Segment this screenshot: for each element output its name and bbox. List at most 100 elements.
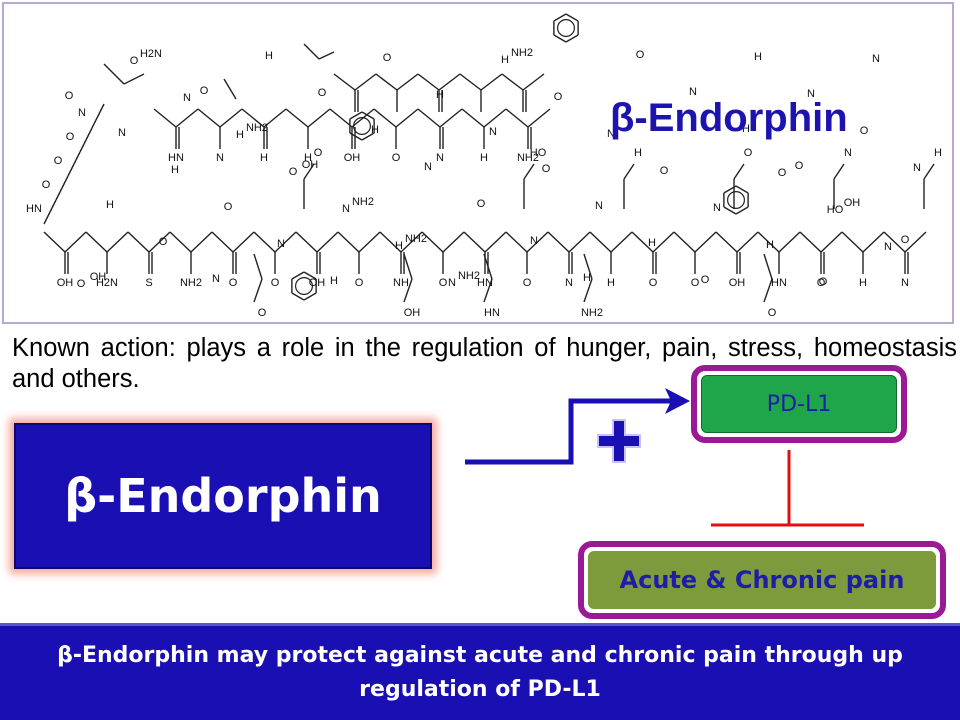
atom-label: O bbox=[523, 277, 532, 289]
bond bbox=[303, 43, 320, 60]
aromatic-ring bbox=[556, 19, 575, 37]
atom-label: O bbox=[795, 160, 804, 172]
atom-label: O bbox=[66, 131, 75, 143]
bond bbox=[43, 199, 57, 225]
atom-label: N bbox=[118, 127, 126, 139]
bond bbox=[379, 231, 402, 253]
atom-label: O bbox=[901, 234, 910, 246]
atom-label: NH bbox=[393, 277, 409, 289]
bond bbox=[307, 108, 331, 128]
atom-label: H bbox=[501, 54, 509, 66]
atom-label: H bbox=[330, 275, 338, 287]
atom-label: H bbox=[171, 164, 179, 176]
atom-label: H bbox=[480, 152, 488, 164]
bond bbox=[403, 278, 413, 303]
endorphin-box: β-Endorphin bbox=[14, 423, 432, 569]
atom-label: NH2 bbox=[458, 270, 480, 282]
pdl1-box: PD-L1 bbox=[691, 365, 907, 443]
bond bbox=[623, 163, 635, 180]
bond bbox=[197, 108, 221, 128]
atom-label: HN bbox=[771, 277, 787, 289]
atom-label: O bbox=[636, 49, 645, 61]
arrow-head bbox=[665, 388, 690, 414]
bond bbox=[85, 231, 108, 253]
atom-label: H bbox=[236, 129, 244, 141]
structure-bonds bbox=[43, 13, 935, 303]
bond bbox=[373, 108, 397, 128]
bond bbox=[253, 231, 276, 253]
atom-label: NH2 bbox=[352, 196, 374, 208]
bond bbox=[106, 231, 129, 253]
bond bbox=[400, 231, 423, 253]
bond bbox=[253, 253, 263, 280]
atom-label: OH bbox=[344, 152, 361, 164]
atom-label: O bbox=[355, 277, 364, 289]
bond bbox=[421, 231, 444, 253]
bond bbox=[148, 231, 171, 253]
atom-label: H bbox=[265, 50, 273, 62]
bond bbox=[64, 231, 87, 253]
atom-label: H bbox=[304, 152, 312, 164]
pdl1-box-inner: PD-L1 bbox=[701, 375, 897, 433]
bond bbox=[723, 185, 737, 194]
bond bbox=[862, 231, 885, 253]
atom-label: O bbox=[554, 91, 563, 103]
bond bbox=[505, 108, 529, 128]
bond bbox=[715, 231, 738, 253]
atom-label: O bbox=[778, 167, 787, 179]
bond bbox=[439, 108, 463, 128]
atom-label: H bbox=[648, 237, 656, 249]
bond bbox=[652, 231, 675, 253]
atom-label: H bbox=[395, 240, 403, 252]
atom-label: S bbox=[145, 277, 152, 289]
bond bbox=[417, 108, 441, 128]
bond bbox=[735, 206, 749, 215]
atom-label: O bbox=[817, 277, 826, 289]
bond bbox=[211, 231, 234, 253]
atom-label: N bbox=[689, 86, 697, 98]
bond bbox=[153, 108, 177, 128]
bond bbox=[396, 73, 419, 91]
bond bbox=[527, 108, 551, 128]
bond bbox=[285, 108, 309, 128]
atom-label: O bbox=[271, 277, 280, 289]
bond bbox=[291, 271, 305, 280]
bond bbox=[417, 73, 440, 91]
atom-label: H2N bbox=[140, 48, 162, 60]
atom-label: O bbox=[130, 55, 139, 67]
atom-label: N bbox=[713, 202, 721, 214]
atom-label: N bbox=[183, 92, 191, 104]
bond bbox=[349, 111, 363, 120]
atom-label: N bbox=[872, 53, 880, 65]
atom-label: N bbox=[489, 126, 497, 138]
bond bbox=[241, 108, 265, 128]
bond bbox=[337, 231, 360, 253]
bond bbox=[295, 231, 318, 253]
atom-label: N bbox=[436, 152, 444, 164]
atom-label: O bbox=[860, 125, 869, 137]
bond bbox=[219, 108, 243, 128]
atom-label: OH bbox=[844, 197, 861, 209]
atom-label: O bbox=[229, 277, 238, 289]
atom-label: O bbox=[159, 236, 168, 248]
bond bbox=[589, 231, 612, 253]
atom-label: O bbox=[439, 277, 448, 289]
atom-label: N bbox=[595, 200, 603, 212]
atom-label: H bbox=[607, 277, 615, 289]
bond bbox=[79, 127, 93, 153]
bond bbox=[232, 231, 255, 253]
bond bbox=[763, 278, 773, 303]
bond bbox=[438, 73, 461, 91]
atom-label: H bbox=[859, 277, 867, 289]
bond bbox=[522, 73, 545, 91]
bond bbox=[303, 163, 315, 180]
bond bbox=[123, 73, 145, 85]
atom-label: N bbox=[913, 162, 921, 174]
bond bbox=[483, 278, 493, 303]
atom-label: O bbox=[701, 274, 710, 286]
plus-icon bbox=[597, 419, 641, 463]
atom-label: N bbox=[530, 235, 538, 247]
